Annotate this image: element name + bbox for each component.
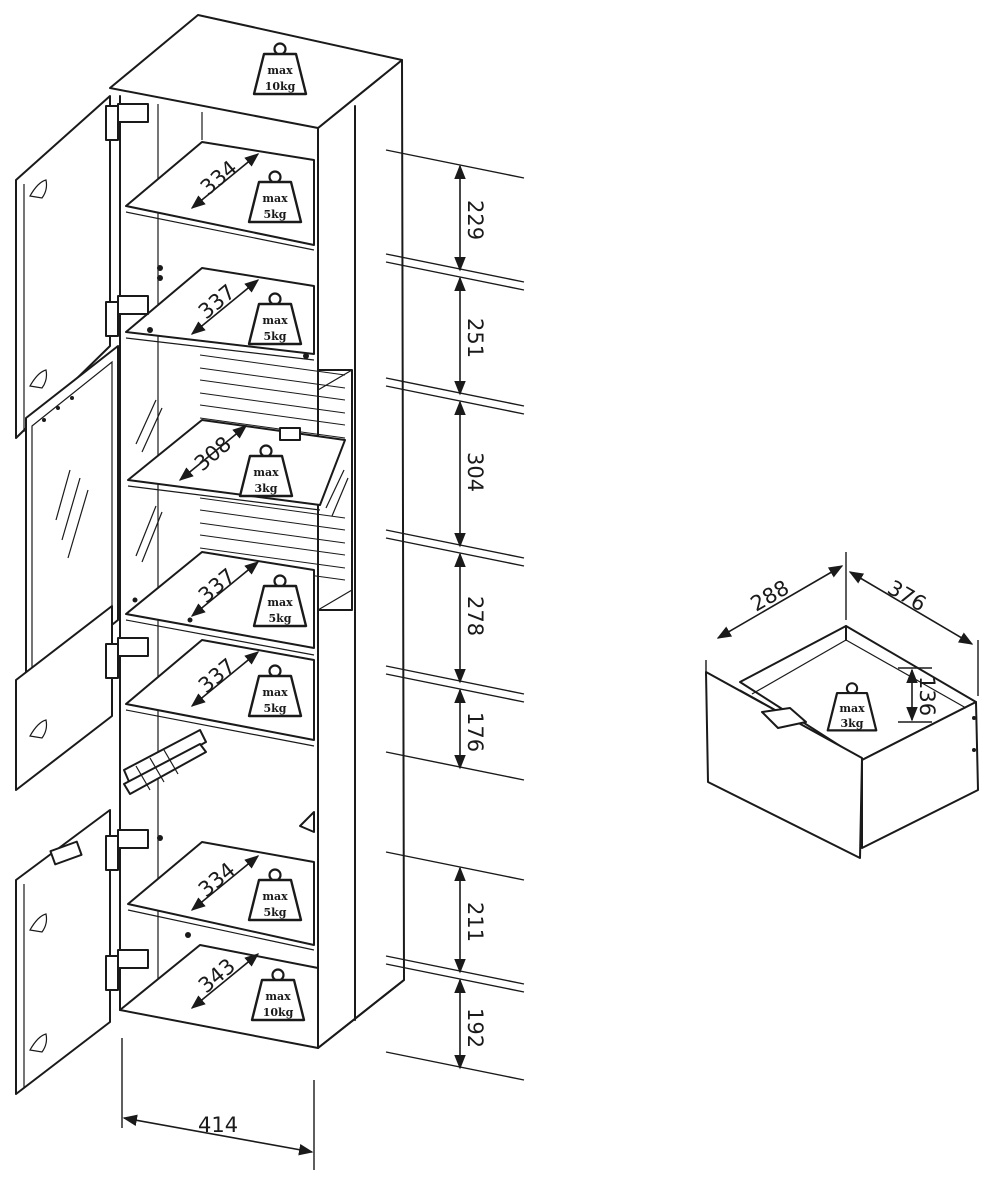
drawer-width: 288 (747, 575, 794, 616)
shelf-1-weight: 5kg (264, 208, 287, 221)
hinge (105, 103, 149, 141)
middle-door (15, 605, 113, 791)
shelf-load-badge-1: max 5kg (247, 170, 303, 224)
door-knob (49, 840, 83, 866)
width-dimension: 414 (121, 1038, 315, 1170)
hinges (105, 103, 315, 991)
glass-door (25, 345, 119, 695)
height-dim-2: 251 (463, 318, 487, 358)
drawer-max-label: max (839, 702, 865, 715)
drawer-side (861, 701, 979, 849)
shelf-6-weight: 5kg (264, 906, 287, 919)
drawer-depth: 376 (884, 576, 931, 617)
height-dim-1: 229 (463, 200, 487, 240)
top-load-max-label: max (267, 64, 293, 77)
hinge (105, 829, 149, 871)
cabinet-top (109, 14, 403, 129)
door-handle-cutout (29, 179, 48, 199)
top-load-weight: 10kg (265, 80, 296, 93)
shelf-load-badge-5: max 5kg (247, 664, 303, 718)
drawer-handle (761, 707, 807, 729)
shelf-4-max-label: max (267, 596, 293, 609)
height-dim-3: 304 (463, 452, 487, 492)
shelf-5-max-label: max (262, 686, 288, 699)
shelf-load-badge-4: max 5kg (252, 574, 308, 628)
shelf-3-weight: 3kg (255, 482, 278, 495)
height-dim-5: 176 (463, 712, 487, 752)
slatted-back-panel (199, 354, 346, 581)
hinge (105, 295, 149, 337)
drawer-weight: 3kg (841, 717, 864, 730)
shelf-load-badge-2: max 5kg (247, 292, 303, 346)
hinge (105, 637, 149, 679)
shelf-2-weight: 5kg (264, 330, 287, 343)
shelf-2-max-label: max (262, 314, 288, 327)
shelf-6-max-label: max (262, 890, 288, 903)
shelf-support (299, 811, 315, 833)
cabinet-width: 414 (198, 1113, 238, 1137)
shelf-4-weight: 5kg (269, 612, 292, 625)
height-dim-4: 278 (463, 596, 487, 636)
upper-door (15, 95, 111, 439)
shelf-load-badge-6: max 5kg (247, 868, 303, 922)
bottom-weight: 10kg (263, 1006, 294, 1019)
bottom-load-badge: max 10kg (250, 968, 306, 1022)
shelf-3-max-label: max (253, 466, 279, 479)
lower-door (15, 809, 111, 1095)
hinge (105, 949, 149, 991)
drawer-height: 136 (915, 676, 939, 716)
shelf-1-max-label: max (262, 192, 288, 205)
bottom-max-label: max (265, 990, 291, 1003)
vertical-dimension-chain: 229 251 304 278 176 211 192 (385, 149, 525, 1081)
doors (15, 95, 349, 1095)
drawer: max 3kg 288 376 136 (705, 552, 979, 859)
shelf-load-badge-3: max 3kg (238, 444, 294, 498)
drawer-runner (123, 729, 207, 795)
shelf-5-weight: 5kg (264, 702, 287, 715)
glass-clip (279, 427, 301, 441)
drawer-load-badge: max 3kg (826, 682, 878, 732)
height-dim-6: 211 (463, 902, 487, 942)
height-dim-7: 192 (463, 1008, 487, 1048)
top-load-badge: max 10kg (252, 42, 308, 96)
